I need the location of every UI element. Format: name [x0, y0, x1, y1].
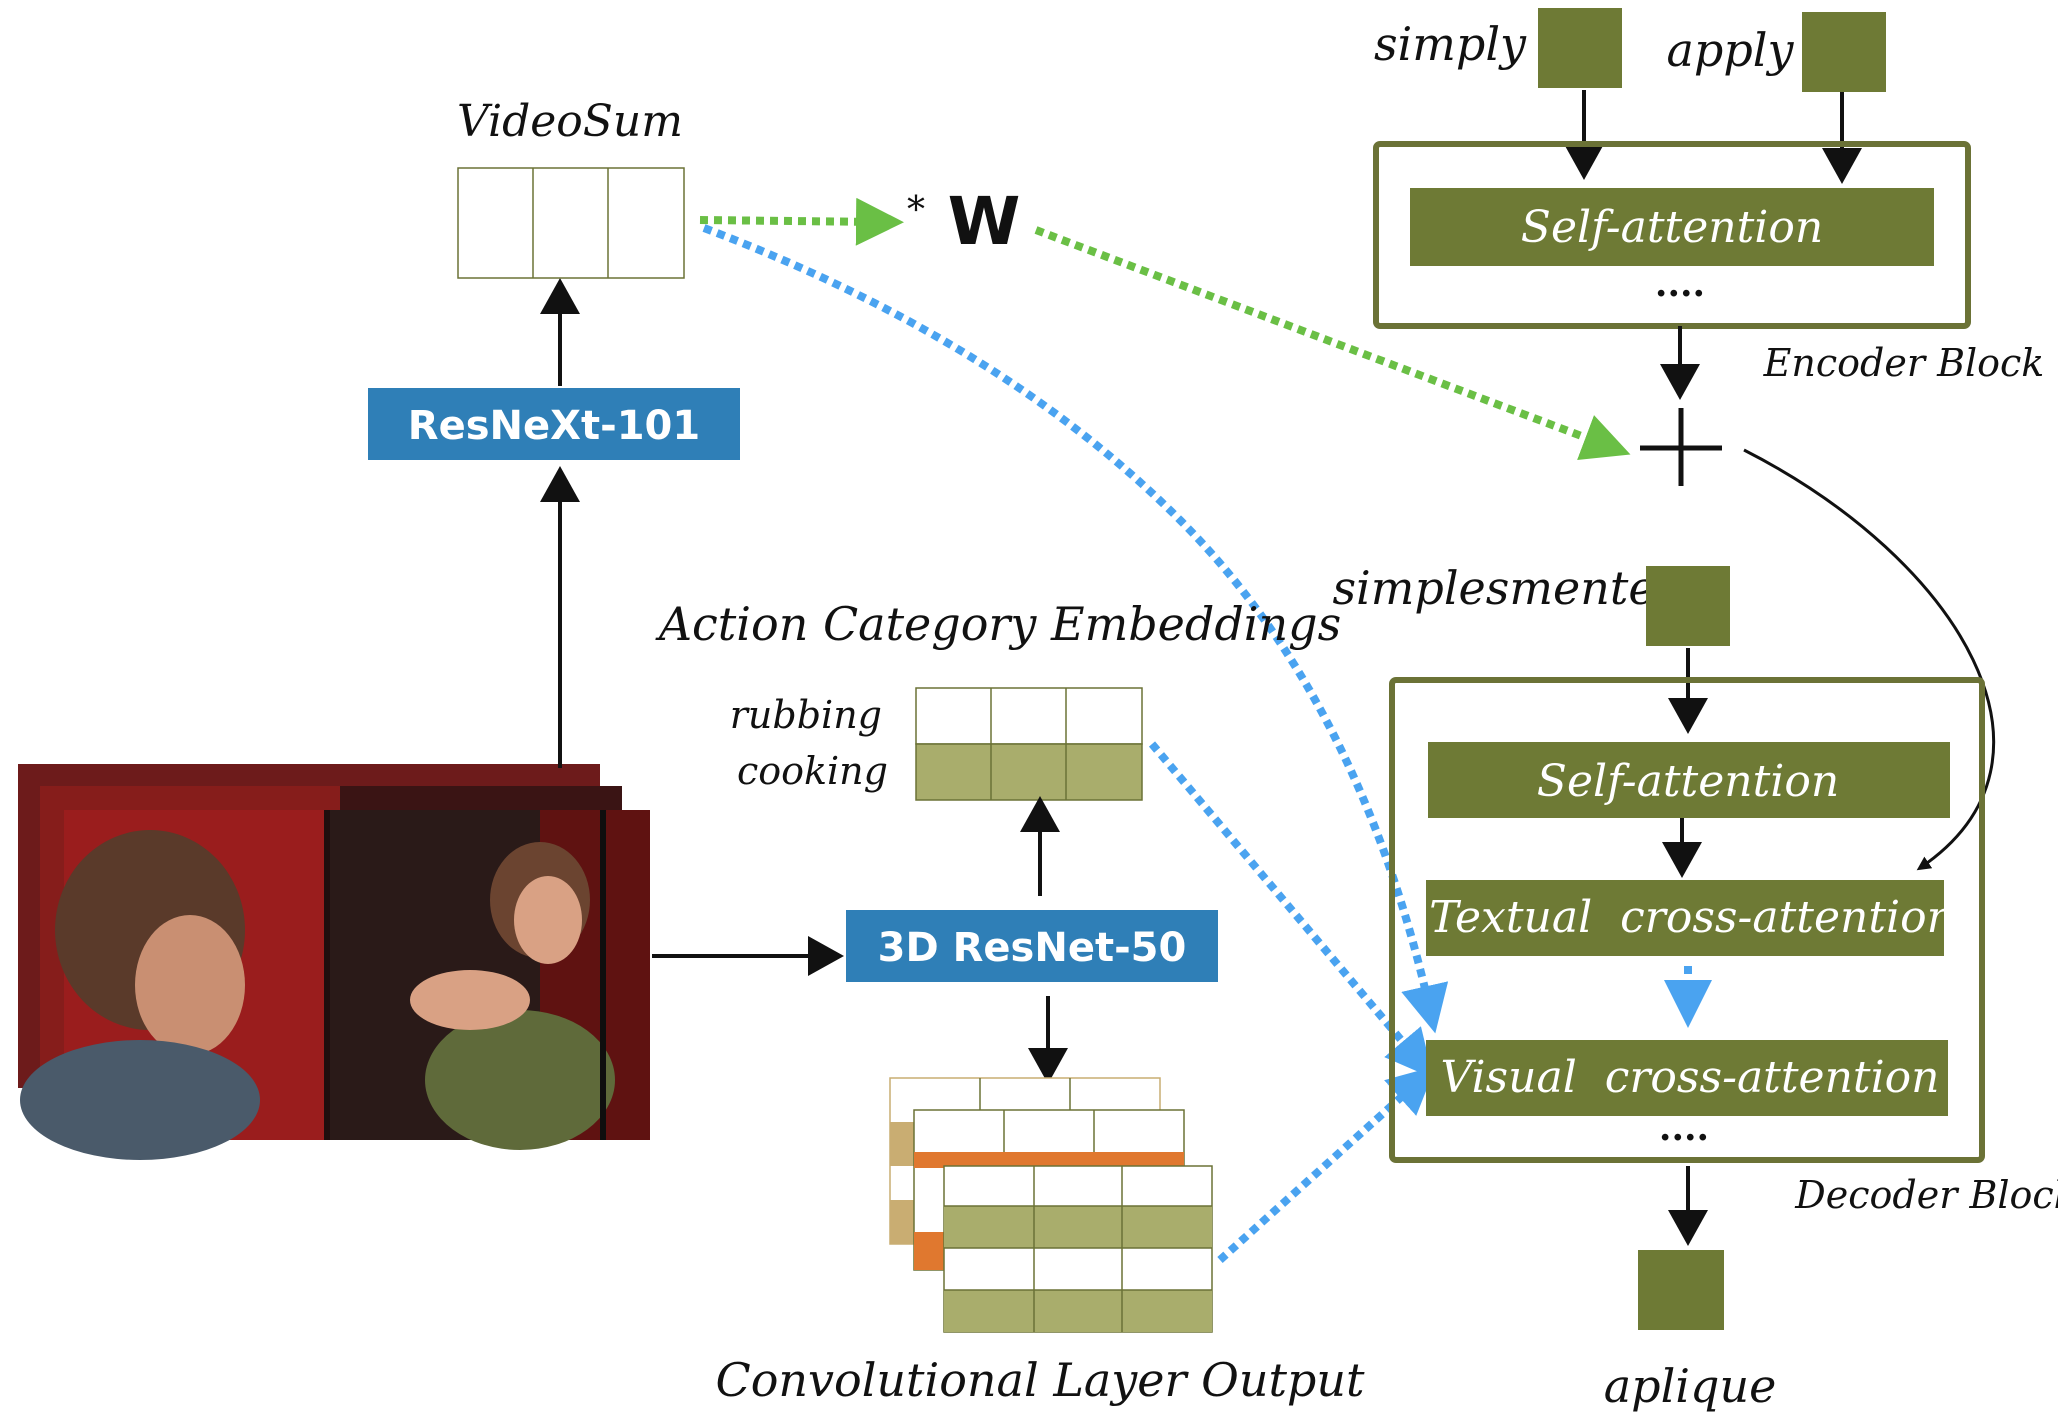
multiply-symbol: *: [907, 190, 925, 231]
conv-output-label: Convolutional Layer Output: [716, 1353, 1366, 1407]
videosum-vector: [457, 167, 685, 279]
simply-label: simply: [1374, 17, 1527, 71]
token-apply: [1802, 12, 1886, 92]
arrow-conv-to-visual-cross-attention: [1217, 1065, 1436, 1263]
decoder-self-attention-label: Self-attention: [1537, 756, 1839, 807]
resnet3d-box: 3D ResNet-50: [846, 910, 1218, 982]
weight-symbol: W: [948, 183, 1021, 260]
simplesmente-label: simplesmente: [1332, 561, 1655, 615]
encoder-dots: ....: [1655, 263, 1705, 305]
arrow-videosum-to-weight: [699, 197, 904, 246]
textual-cross-attention-box: [1426, 880, 1944, 956]
resnext-label: ResNeXt-101: [408, 403, 700, 449]
encoder-self-attention-box: [1410, 188, 1934, 266]
aplique-label: aplique: [1604, 1359, 1777, 1413]
arrow-plus-to-textual-cross-attention: [1743, 448, 1996, 871]
visual-cross-attention-box: [1426, 1040, 1948, 1116]
video-frame-front: [20, 810, 650, 1160]
arrow-videosum-to-visual-cross-attention: [702, 224, 1449, 1034]
action-embeddings-label: Action Category Embeddings: [655, 597, 1341, 651]
video-frames: [18, 764, 650, 1160]
conv-output-stack: [889, 1077, 1213, 1333]
resnext-box: ResNeXt-101: [368, 388, 740, 460]
token-simply: [1538, 8, 1622, 88]
decoder-self-attention-box: [1428, 742, 1950, 818]
resnet3d-label: 3D ResNet-50: [878, 925, 1187, 971]
rubbing-label: rubbing: [730, 693, 882, 737]
arrow-embeddings-to-visual-cross-attention: [1148, 741, 1434, 1079]
textual-cross-attention-label: Textual cross-attention: [1429, 892, 1955, 943]
encoder-block-label: Encoder Block: [1763, 341, 2045, 385]
token-aplique: [1638, 1250, 1724, 1330]
visual-cross-attention-label: Visual cross-attention: [1440, 1052, 1939, 1103]
conv-grid-front: [943, 1165, 1213, 1333]
apply-label: apply: [1666, 23, 1794, 77]
decoder-block: Self-attention Textual cross-attention V…: [1389, 677, 1985, 1163]
videosum-label: VideoSum: [457, 96, 683, 147]
token-simplesmente: [1646, 566, 1730, 646]
arrow-weight-to-plus: [1034, 226, 1631, 461]
plus-node: [1640, 408, 1722, 486]
decoder-block-label: Decoder Block: [1794, 1173, 2058, 1217]
decoder-dots: ....: [1659, 1107, 1709, 1149]
encoder-block: Self-attention ....: [1373, 141, 1971, 329]
encoder-self-attention-label: Self-attention: [1521, 202, 1823, 253]
action-embeddings-table: [915, 687, 1143, 801]
cooking-label: cooking: [737, 749, 888, 793]
